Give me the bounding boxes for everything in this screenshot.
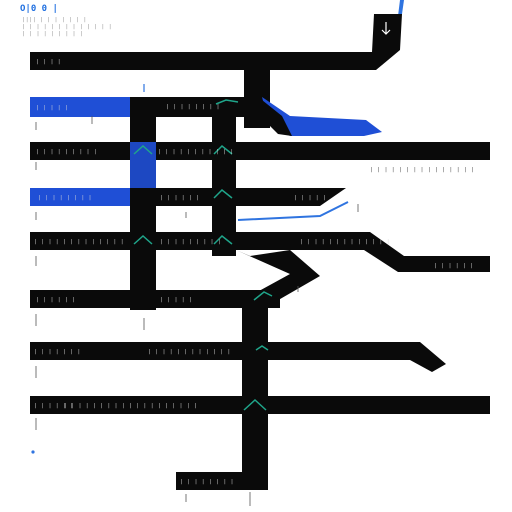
row-2-label: | | | | | (36, 105, 69, 111)
chevron-icon (213, 144, 233, 155)
chevron-icon (213, 188, 233, 199)
road-row-4 (130, 188, 346, 206)
top-blue-curve (398, 0, 404, 16)
row-6-right-label: | | | | | (160, 297, 193, 303)
chevron-icon (253, 291, 273, 301)
row-4-right-label: | | | | | (294, 195, 327, 201)
subtitle-line-2: | | | | | | | | | | | | | (22, 24, 112, 30)
trunk-lower (242, 300, 268, 490)
road-row-6-bend (130, 300, 156, 310)
road-row-2 (130, 97, 266, 117)
row-3-center-label: | | | | | | | | | | | (158, 149, 234, 155)
row-9-label: | | | | | | | | (180, 479, 234, 485)
trunk-left-blue (130, 142, 156, 192)
subtitle-line-1: |||| | | | | | | | (22, 17, 87, 23)
road-row-1 (30, 14, 402, 70)
chevron-icon (243, 398, 267, 411)
row-7-center-label: | | | | | | | | | | | | (148, 349, 231, 355)
row-6-label: | | | | | | (36, 297, 76, 303)
road-row-6 (30, 290, 280, 308)
road-row-2-blue-branch (262, 97, 382, 136)
chevron-icon (133, 144, 153, 155)
road-row-5 (30, 232, 490, 272)
diagram-title: O|0 0 | (20, 4, 58, 14)
blue-dot (31, 450, 35, 454)
row-5-label: | | | | | | | | | | | | | (34, 239, 124, 245)
row-8-center-label: | | | | | | | | | | | | | | | | | | | (64, 403, 198, 409)
row-3-label: | | | | | | | | | (36, 149, 97, 155)
chevron-icon (133, 234, 153, 245)
road-row-4-blue (30, 188, 134, 206)
road-row-2-blue (30, 97, 134, 117)
road-row-5-diag (236, 250, 320, 306)
row-8-label: | | | | | | (34, 403, 74, 409)
road-row-7 (30, 342, 446, 372)
road-row-9 (176, 472, 268, 490)
side-note: | | | | | | | | | | | | | | | (370, 167, 475, 173)
row-7-label: | | | | | | | (34, 349, 81, 355)
row-5-right-label: | | | | | | | | | | | | | (300, 239, 390, 245)
chevron-icon (255, 345, 269, 351)
chevron-icon (215, 99, 239, 105)
row-5-center-label: | | | | | | | | | (160, 239, 221, 245)
chevron-icon (213, 234, 233, 245)
row-1-label: | | | | (36, 59, 61, 65)
row-10-label: | | | | | | (434, 263, 474, 269)
road-row-2-diag (262, 100, 292, 136)
tick-marks (35, 116, 359, 506)
trunk-center (212, 98, 236, 256)
subtitle-line-3: | | | | | | | | | (22, 31, 83, 37)
arrow-down-icon (381, 22, 391, 35)
road-row-3 (30, 142, 490, 160)
row-2-center-label: | | | | | | | | (166, 104, 220, 110)
row-4-label: | | | | | | | | (38, 195, 92, 201)
row-4-blue-link (237, 201, 349, 221)
row-4-center-label: | | | | | | (160, 195, 200, 201)
